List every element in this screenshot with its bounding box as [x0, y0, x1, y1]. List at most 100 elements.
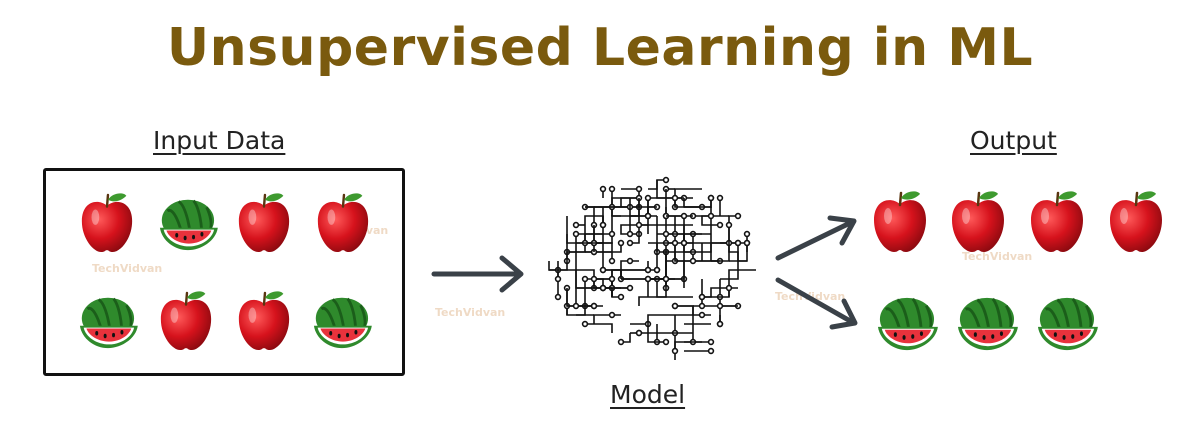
circuit-node [689, 257, 697, 265]
circuit-node [572, 230, 580, 238]
circuit-node [662, 230, 670, 238]
circuit-node [626, 239, 634, 247]
circuit-node [599, 284, 607, 292]
circuit-node [608, 275, 616, 283]
circuit-node [725, 284, 733, 292]
circuit-node [581, 320, 589, 328]
circuit-node [626, 284, 634, 292]
circuit-node [554, 293, 562, 301]
circuit-node [707, 194, 715, 202]
circuit-node [644, 212, 652, 220]
circuit-node [644, 266, 652, 274]
circuit-trace [674, 197, 702, 208]
circuit-node [662, 176, 670, 184]
watermark: TechVidvan [92, 262, 163, 275]
circuit-node [671, 302, 679, 310]
circuit-trace [585, 278, 613, 288]
circuit-trace [548, 251, 594, 271]
circuit-node [572, 302, 580, 310]
circuit-trace [647, 314, 675, 343]
circuit-trace [566, 216, 595, 244]
circuit-node [608, 185, 616, 193]
circuit-trace [620, 197, 639, 207]
circuit-trace [665, 189, 693, 217]
circuit-node [590, 275, 598, 283]
circuit-node [635, 329, 643, 337]
circuit-node [671, 347, 679, 355]
input-data-box [43, 168, 405, 376]
circuit-node [716, 302, 724, 310]
circuit-trace [720, 225, 739, 280]
circuit-trace [693, 215, 712, 261]
circuit-node [599, 221, 607, 229]
circuit-trace [656, 180, 675, 199]
circuit-node [608, 311, 616, 319]
circuit-trace [576, 242, 604, 270]
circuit-trace [665, 260, 685, 288]
circuit-node [662, 338, 670, 346]
circuit-node [599, 266, 607, 274]
circuit-trace [603, 287, 621, 297]
circuit-node [590, 302, 598, 310]
circuit-node [626, 257, 634, 265]
circuit-trace [683, 225, 712, 253]
circuit-trace [575, 234, 603, 289]
circuit-trace [702, 288, 730, 298]
circuit-trace [674, 341, 702, 351]
circuit-node [617, 293, 625, 301]
circuit-node [707, 212, 715, 220]
circuit-node [680, 212, 688, 220]
circuit-trace [648, 278, 693, 298]
circuit-trace [611, 269, 622, 297]
circuit-trace [701, 215, 729, 226]
circuit-node [653, 266, 661, 274]
circuit-node [635, 221, 643, 229]
circuit-node [662, 275, 670, 283]
circuit-node [716, 194, 724, 202]
diagram-title: Unsupervised Learning in ML [166, 18, 1034, 78]
circuit-node [608, 230, 616, 238]
circuit-trace [648, 242, 675, 252]
circuit-node [716, 221, 724, 229]
circuit-node [608, 257, 616, 265]
model-to-watermelons-arrow [775, 277, 858, 330]
circuit-trace [675, 305, 694, 324]
circuit-trace [729, 243, 748, 262]
circuit-trace [648, 251, 693, 280]
circuit-node [635, 185, 643, 193]
circuit-trace [684, 198, 712, 208]
watermark: TechVidvan [962, 250, 1033, 263]
circuit-trace [603, 269, 630, 279]
circuit-trace [629, 198, 648, 217]
circuit-node [554, 275, 562, 283]
circuit-node [626, 230, 634, 238]
circuit-node [698, 302, 706, 310]
circuit-trace [585, 323, 613, 333]
circuit-trace [683, 198, 712, 208]
circuit-node [599, 185, 607, 193]
circuit-node [743, 230, 751, 238]
circuit-node [725, 221, 733, 229]
circuit-node [707, 347, 715, 355]
circuit-node [572, 221, 580, 229]
circuit-node [680, 239, 688, 247]
circuit-trace [585, 233, 613, 244]
circuit-node [743, 239, 751, 247]
circuit-trace [566, 288, 576, 307]
circuit-trace [594, 243, 622, 253]
watermark: TechVidvan [435, 306, 506, 319]
circuit-trace [728, 269, 756, 297]
circuit-node [716, 320, 724, 328]
circuit-node [698, 311, 706, 319]
circuit-node [671, 239, 679, 247]
circuit-node [644, 275, 652, 283]
input-data-label: Input Data [153, 126, 286, 155]
model-to-apples-arrow [775, 215, 857, 261]
circuit-trace [657, 233, 684, 261]
output-label: Output [970, 126, 1057, 155]
circuit-node [734, 212, 742, 220]
circuit-node [707, 338, 715, 346]
circuit-node [581, 275, 589, 283]
circuit-trace [566, 288, 594, 316]
